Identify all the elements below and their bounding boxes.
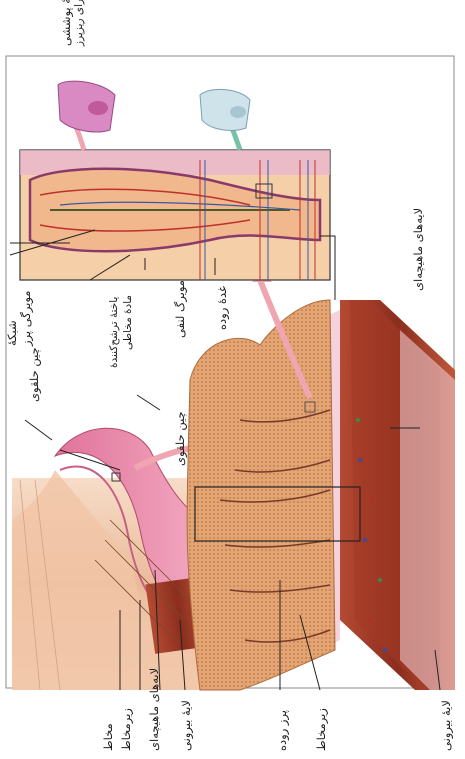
label-mucosa: مخاط <box>102 723 114 751</box>
label-villus-capillary: مویرگی پرز <box>20 291 32 346</box>
label-outer-layer-bottom: لایهٔ بیرونی <box>440 700 452 751</box>
label-intestinal-villus: پرز روده <box>276 710 288 751</box>
label-submucosa-left: زیرمخاط <box>120 708 132 751</box>
label-circular-fold-1: چین حلقوی <box>28 347 40 402</box>
label-outer-layer-left: لایهٔ بیرونی <box>180 700 192 751</box>
epithelial-cell-illustration <box>58 81 115 132</box>
villus-detail <box>20 150 330 280</box>
label-muscle-layers-left: لایه‌های ماهیچه‌ای <box>148 668 160 751</box>
label-lymph-capillary: مویرگ لنفی <box>174 280 186 338</box>
label-capillary-network: شبکهٔ <box>6 320 18 346</box>
label-mucus-secreting-cell: یاختهٔ ترشح‌کنندهٔ <box>108 297 120 368</box>
label-epithelial-cell: یاختهٔ پوششی <box>60 0 72 46</box>
mucus-cell-illustration <box>200 89 250 130</box>
label-intestinal-gland: غدهٔ روده <box>216 286 228 330</box>
label-circular-fold-2: چین حلقوی <box>174 411 186 466</box>
label-muscle-layers-right: لایه‌های ماهیچه‌ای <box>412 208 424 291</box>
label-submucosa-bottom: زیرمخاط <box>315 708 327 751</box>
intestine-wall-section <box>187 300 455 690</box>
label-mucus-substance: مادهٔ مخاطی <box>122 295 134 350</box>
label-with-microvilli: دارای ریزپرز <box>73 0 85 46</box>
